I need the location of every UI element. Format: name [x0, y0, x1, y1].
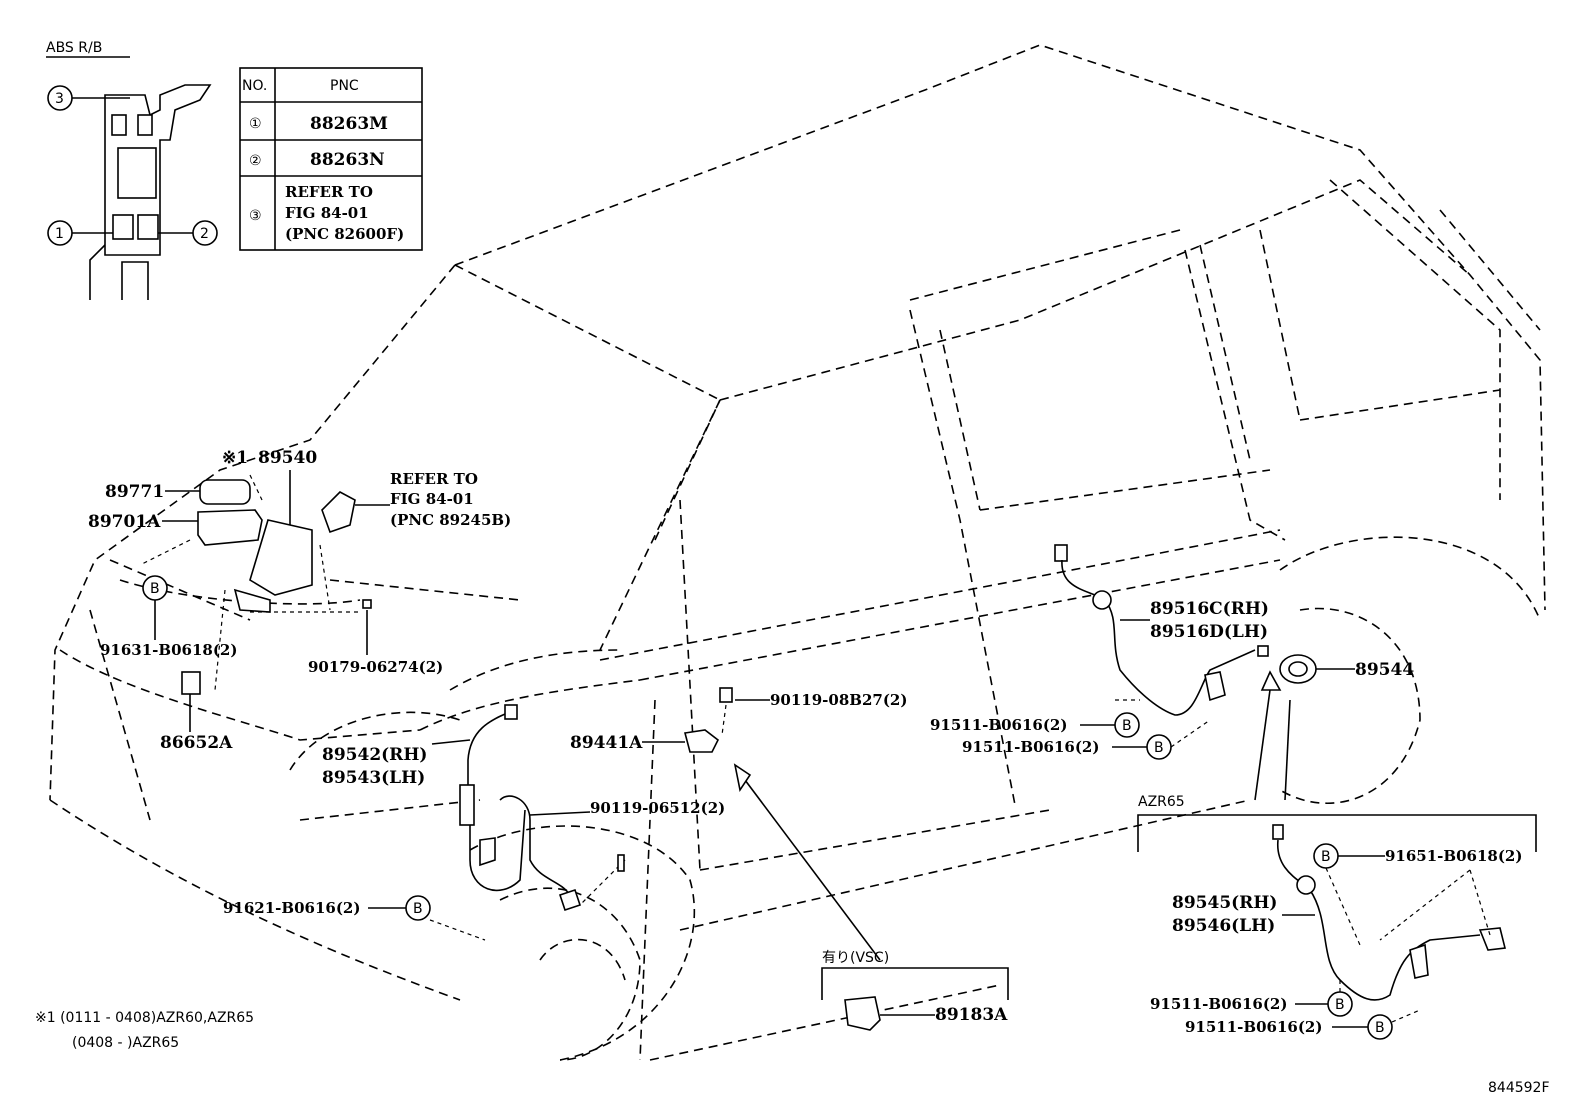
callout-3: 3: [47, 85, 130, 111]
label-89701A: 89701A: [88, 512, 161, 532]
yaw-sensor-group: REFER TO FIG 84-01 (PNC 89245B): [321, 470, 511, 534]
bolt-91621: 91621-B0616(2) B: [223, 895, 486, 941]
abs-relay-box-inset: ABS R/B 3 1 2: [46, 40, 218, 300]
b-mark-text: B: [150, 581, 160, 597]
ecu-cluster: ※1 89540 89771 89701A: [88, 448, 360, 691]
sensor-89441A-group: 90119-08B27(2) 89441A: [570, 687, 907, 961]
svg-text:3: 3: [55, 91, 64, 107]
part-89183A: [844, 996, 881, 1031]
bolt-90179: 90179-06274(2): [308, 599, 443, 676]
svg-text:B: B: [1375, 1020, 1385, 1036]
label-91511-c: 91511-B0616(2): [1150, 995, 1287, 1013]
table-row-1-pnc: 88263M: [310, 114, 388, 134]
table-row-3-line2: FIG 84-01: [285, 204, 369, 222]
svg-text:B: B: [1335, 997, 1345, 1013]
label-89441A: 89441A: [570, 733, 643, 753]
relay-86652A: 86652A: [160, 671, 233, 753]
label-86652A: 86652A: [160, 733, 233, 753]
part-89540: [249, 519, 313, 596]
svg-text:2: 2: [200, 226, 209, 242]
footnote-line2: (0408 - )AZR65: [72, 1035, 179, 1051]
relay-3a: [111, 114, 127, 136]
callout-2: 2: [158, 220, 218, 246]
label-89540: 89540: [258, 448, 317, 468]
svg-text:1: 1: [55, 226, 64, 242]
label-89543: 89543(LH): [322, 768, 425, 788]
table-header-pnc: PNC: [330, 78, 359, 94]
footnote: ※1 (0111 - 0408)AZR60,AZR65 (0408 - )AZR…: [35, 1010, 254, 1051]
label-91651: 91651-B0618(2): [1385, 847, 1522, 865]
pnc-table: NO. PNC ① 88263M ② 88263N ③ REFER TO FIG…: [239, 67, 423, 251]
svg-text:B: B: [1321, 849, 1331, 865]
label-89516D: 89516D(LH): [1150, 622, 1268, 642]
svg-text:B: B: [1154, 740, 1164, 756]
sensor-89245B: [321, 491, 356, 534]
azr65-inset: AZR65 B 91651-B0618(2) 89545(RH) 89546(L…: [1137, 794, 1537, 1040]
label-89542: 89542(RH): [322, 745, 427, 765]
label-91511-a: 91511-B0616(2): [930, 716, 1067, 734]
refer-line1: REFER TO: [390, 470, 478, 488]
part-86652A: [181, 671, 201, 695]
part-89771: [199, 479, 251, 505]
table-header-no: NO.: [242, 78, 267, 94]
label-89183A: 89183A: [935, 1005, 1008, 1025]
label-91621: 91621-B0616(2): [223, 899, 360, 917]
refer-line3: (PNC 89245B): [390, 511, 511, 529]
footnote-line1: ※1 (0111 - 0408)AZR60,AZR65: [35, 1010, 254, 1026]
label-90179: 90179-06274(2): [308, 658, 443, 676]
label-90119-06512: 90119-06512(2): [590, 799, 725, 817]
table-row-3-no: ③: [249, 208, 262, 224]
svg-text:B: B: [1122, 718, 1132, 734]
label-89771: 89771: [105, 482, 164, 502]
bolt-91631: B 91631-B0618(2): [100, 575, 237, 659]
note-mark-1: ※1: [222, 448, 248, 468]
part-89701A: [197, 509, 263, 546]
relay-2: [137, 214, 159, 240]
vsc-title: 有り(VSC): [822, 950, 889, 966]
table-row-3-line3: (PNC 82600F): [285, 225, 404, 243]
refer-line2: FIG 84-01: [390, 490, 474, 508]
azr65-title: AZR65: [1138, 794, 1185, 810]
table-row-2-pnc: 88263N: [310, 150, 385, 170]
label-89546: 89546(LH): [1172, 916, 1275, 936]
relay-1: [112, 214, 134, 240]
svg-text:B: B: [413, 901, 423, 917]
label-91511-b: 91511-B0616(2): [962, 738, 1099, 756]
rear-speed-sensor: 89516C(RH) 89516D(LH) 89544 91511-B0616(…: [930, 544, 1414, 801]
diagram-id: 844592F: [1488, 1080, 1550, 1096]
front-speed-sensor: 89542(RH) 89543(LH) 90119-06512(2): [322, 704, 725, 912]
vehicle-outline: [49, 44, 1546, 1061]
label-89516C: 89516C(RH): [1150, 599, 1269, 619]
table-row-2-no: ②: [249, 153, 262, 169]
vsc-inset: 有り(VSC) 89183A: [821, 950, 1009, 1031]
label-91511-d: 91511-B0616(2): [1185, 1018, 1322, 1036]
relay-3b: [137, 114, 153, 136]
label-89544: 89544: [1355, 660, 1414, 680]
relay-center: [117, 147, 157, 199]
callout-1: 1: [47, 220, 113, 246]
abs-rb-title: ABS R/B: [46, 40, 102, 56]
table-row-1-no: ①: [249, 116, 262, 132]
label-89545: 89545(RH): [1172, 893, 1277, 913]
label-91631: 91631-B0618(2): [100, 641, 237, 659]
table-row-3-line1: REFER TO: [285, 183, 373, 201]
part-89441A: [683, 729, 720, 753]
label-90119-08B27: 90119-08B27(2): [770, 691, 907, 709]
